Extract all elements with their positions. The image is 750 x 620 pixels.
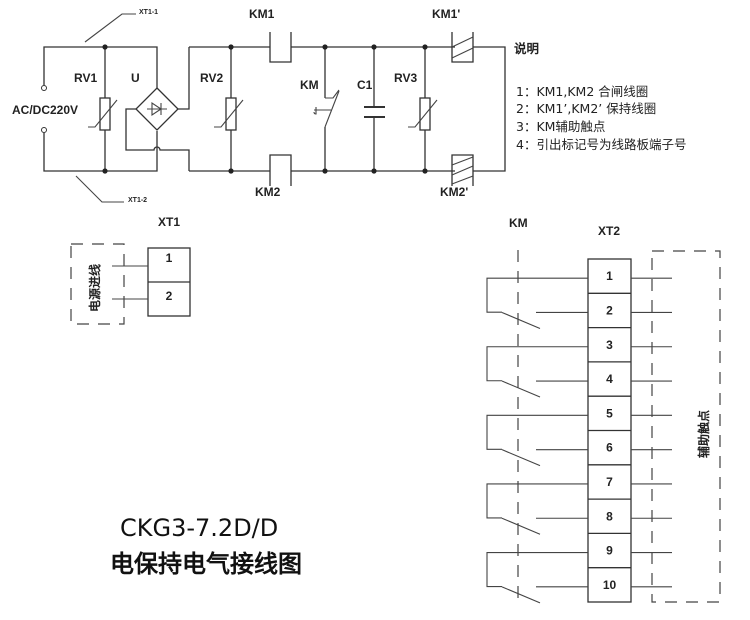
junction-dot xyxy=(322,168,328,174)
km-aux-contact-wire xyxy=(486,483,588,519)
rv1-label: RV1 xyxy=(74,71,97,85)
note-item-4: 4：引出标记号为线路板端子号 xyxy=(516,137,686,152)
junction-dot xyxy=(422,44,428,50)
rv2-label: RV2 xyxy=(200,71,223,85)
rv3-varistor-slash xyxy=(408,99,438,128)
xt2-terminal-7: 7 xyxy=(606,475,613,489)
xt1-terminal-2: 2 xyxy=(166,289,173,303)
note-item-2: 2：KM1’,KM2’ 保持线圈 xyxy=(516,101,656,116)
xt2-label: XT2 xyxy=(598,224,620,238)
xt2-terminal-6: 6 xyxy=(606,441,613,455)
supply-terminal-top xyxy=(41,85,47,91)
power-input-label: 电源进线 xyxy=(87,264,102,312)
km-aux-contact-blade xyxy=(501,311,541,329)
notes-panel: 说明 1：KM1,KM2 合闸线圈 2：KM1’,KM2’ 保持线圈 3：KM辅… xyxy=(514,41,686,152)
note-item-1: 1：KM1,KM2 合闸线圈 xyxy=(516,84,648,99)
bridge-rectifier-u xyxy=(135,87,179,131)
xt2-rows: 1 2 3 4 5 6 7 8 9 10 xyxy=(486,258,672,604)
junction-dot xyxy=(371,44,377,50)
wire-top-left xyxy=(43,46,158,88)
aux-contacts-label: 辅助触点 xyxy=(696,410,711,458)
junction-dot xyxy=(102,168,108,174)
supply-terminal-bottom xyxy=(41,127,47,133)
km2-prime-label: KM2' xyxy=(440,185,468,199)
km-aux-contact-wire xyxy=(486,552,588,588)
km1-label: KM1 xyxy=(249,7,275,21)
km2-prime-winding xyxy=(451,156,474,185)
xt2-terminal-2: 2 xyxy=(606,303,613,317)
xt2-terminal-1: 1 xyxy=(606,269,613,283)
xt1-terminal-1: 1 xyxy=(166,251,173,265)
xt2-terminal-10: 10 xyxy=(603,578,617,592)
wire-right-loop xyxy=(473,46,506,172)
km-aux-contact-wire xyxy=(486,277,588,313)
km-contact-actuator xyxy=(313,107,331,115)
main-schematic: AC/DC220V XT1-1 XT1-2 RV1 U xyxy=(12,7,506,204)
km-aux-contact-blade xyxy=(501,380,541,398)
km-aux-contact-wire xyxy=(486,346,588,382)
km-aux-contact-blade xyxy=(501,517,541,535)
xt2-terminal-block: KM XT2 辅助触点 1 2 3 4 5 6 7 8 9 10 xyxy=(486,216,721,605)
power-input-dashed-box xyxy=(70,243,125,325)
supply-label: AC/DC220V xyxy=(12,103,78,117)
xt1-1-leader xyxy=(84,13,136,43)
junction-dot xyxy=(322,44,328,50)
diagram-subtitle: 电保持电气接线图 xyxy=(110,550,302,578)
km-aux-contact-blade xyxy=(501,586,541,604)
km-aux-contact-blade xyxy=(501,449,541,467)
u-label: U xyxy=(131,71,140,85)
wire-rect-out-pos xyxy=(178,47,190,110)
km2-label: KM2 xyxy=(255,185,281,199)
xt2-terminal-3: 3 xyxy=(606,338,613,352)
diode-icon xyxy=(147,101,167,117)
rv3-label: RV3 xyxy=(394,71,417,85)
xt2-terminal-9: 9 xyxy=(606,544,613,558)
model-title: CKG3-7.2D/D xyxy=(120,514,278,542)
junction-dot xyxy=(371,168,377,174)
km1-prime-label: KM1' xyxy=(432,7,460,21)
junction-dot xyxy=(228,168,234,174)
xt1-2-label: XT1-2 xyxy=(128,197,147,204)
notes-title: 说明 xyxy=(514,41,539,56)
km1-coil xyxy=(269,32,292,63)
diagram-title: CKG3-7.2D/D 电保持电气接线图 xyxy=(110,514,302,578)
junction-dot xyxy=(422,168,428,174)
rv2-varistor-slash xyxy=(214,99,244,128)
xt1-terminal-block: XT1 电源进线 1 2 xyxy=(70,215,191,325)
junction-dot xyxy=(228,44,234,50)
xt2-terminal-4: 4 xyxy=(606,372,613,386)
xt2-km-label: KM xyxy=(509,216,528,230)
km-label: KM xyxy=(300,78,319,92)
km1-prime-winding xyxy=(451,36,474,59)
km1-prime-coil xyxy=(451,32,474,63)
wire-rect-out-neg xyxy=(125,108,190,171)
km-contact-blade xyxy=(324,90,340,128)
wire-bottom-left xyxy=(43,131,158,172)
rv1-varistor-slash xyxy=(88,99,118,128)
xt1-1-label: XT1-1 xyxy=(139,9,158,16)
xt1-2-leader xyxy=(75,175,124,203)
aux-contacts-dashed-box xyxy=(651,250,721,603)
note-item-3: 3：KM辅助触点 xyxy=(516,119,605,134)
km2-coil xyxy=(269,154,292,186)
c1-label: C1 xyxy=(357,78,373,92)
km-aux-contact-wire xyxy=(486,414,588,450)
km-contact-top xyxy=(325,89,340,99)
junction-dot xyxy=(102,44,108,50)
xt1-label: XT1 xyxy=(158,215,180,229)
xt2-terminal-8: 8 xyxy=(606,509,613,523)
xt2-terminal-5: 5 xyxy=(606,406,613,420)
